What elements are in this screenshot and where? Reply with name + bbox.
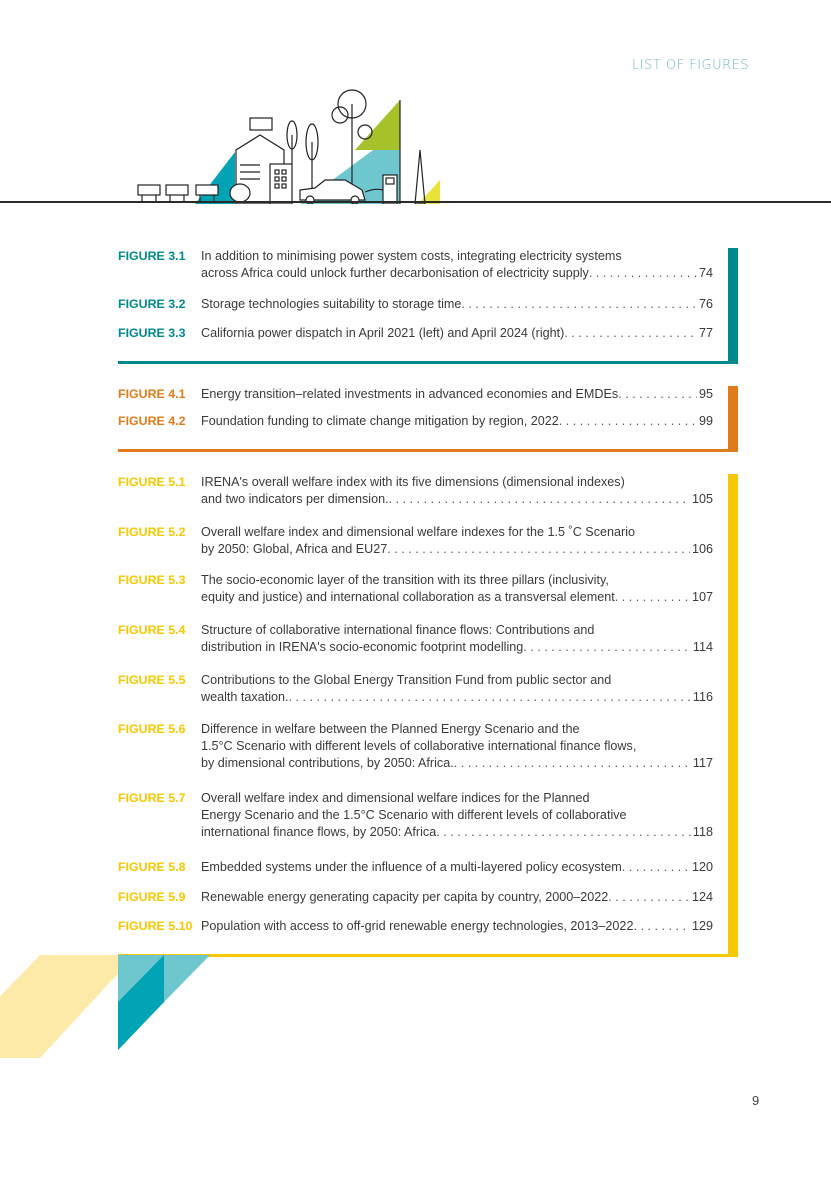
- house-icon: [229, 134, 293, 204]
- figure-title-line: Difference in welfare between the Planne…: [201, 722, 580, 736]
- page-ref: 107: [691, 590, 713, 604]
- running-header: LIST OF FIGURES: [632, 58, 750, 73]
- figure-title-line: across Africa could unlock further decar…: [201, 266, 589, 280]
- figure-title-line: distribution in IRENA's socio-economic f…: [201, 640, 524, 654]
- leader-dots: [633, 918, 690, 935]
- section-frame-side: [728, 386, 738, 452]
- figure-label: FIGURE 5.4: [118, 623, 186, 637]
- page-ref: 120: [691, 860, 713, 874]
- ev-charger-icon: [364, 174, 398, 204]
- figure-title-line: Overall welfare index and dimensional we…: [201, 791, 590, 805]
- page-ref: 117: [692, 756, 713, 770]
- leader-dots: [608, 889, 690, 906]
- page-ref: 116: [692, 690, 713, 704]
- tree-icon: [286, 89, 426, 204]
- figure-title-line: IRENA's overall welfare index with its f…: [201, 475, 625, 489]
- figure-label: FIGURE 3.3: [118, 326, 186, 340]
- figure-title-line: Renewable energy generating capacity per…: [201, 890, 609, 904]
- decorative-parallelograms: [0, 955, 210, 1058]
- figure-label: FIGURE 4.1: [118, 387, 186, 401]
- city-energy-illustration: [137, 89, 440, 204]
- figure-title-line: and two indicators per dimension.: [201, 492, 389, 506]
- figure-title-line: 1.5°C Scenario with different levels of …: [201, 739, 637, 753]
- leader-dots: [559, 413, 697, 430]
- yellow-parallelogram: [0, 955, 135, 1058]
- figure-title-line: wealth taxation.: [201, 690, 289, 704]
- figure-label: FIGURE 5.3: [118, 573, 186, 587]
- leader-dots: [389, 491, 690, 508]
- section-frame-bottom: [118, 954, 728, 957]
- figure-title-line: Energy Scenario and the 1.5°C Scenario w…: [201, 808, 627, 822]
- page-number: 9: [752, 1093, 760, 1108]
- page-ref: 105: [691, 492, 713, 506]
- page-ref: 95: [698, 387, 713, 401]
- leader-dots: [523, 639, 691, 656]
- leader-dots: [622, 859, 690, 876]
- leader-dots: [436, 824, 691, 841]
- teal-parallelogram-lower: [118, 1002, 164, 1050]
- figure-title-line: Storage technologies suitability to stor…: [201, 297, 462, 311]
- figure-title-line: by 2050: Global, Africa and EU27: [201, 542, 388, 556]
- leader-dots: [289, 689, 691, 706]
- page-ref: 118: [692, 825, 713, 839]
- figure-title-line: In addition to minimising power system c…: [201, 249, 622, 263]
- figure-title-line: Embedded systems under the influence of …: [201, 860, 622, 874]
- figures-section-chapter-5: FIGURE 5.1 IRENA's overall welfare index…: [118, 474, 738, 957]
- figures-section-chapter-4: FIGURE 4.1 Energy transition–related inv…: [118, 386, 738, 452]
- section-frame-bottom: [118, 361, 728, 364]
- figure-title-line: Energy transition–related investments in…: [201, 387, 619, 401]
- page-ref: 106: [691, 542, 713, 556]
- figure-label: FIGURE 5.5: [118, 673, 186, 687]
- figure-title-line: Population with access to off-grid renew…: [201, 919, 634, 933]
- leader-dots: [454, 755, 691, 772]
- leader-dots: [618, 386, 697, 403]
- figure-title-line: by dimensional contributions, by 2050: A…: [201, 756, 454, 770]
- figure-label: FIGURE 3.1: [118, 249, 186, 263]
- yellow-triangle-right: [418, 180, 440, 204]
- figure-title-line: Structure of collaborative international…: [201, 623, 595, 637]
- figure-title-line: international finance flows, by 2050: Af…: [201, 825, 437, 839]
- section-frame-bottom: [118, 449, 728, 452]
- figures-section-chapter-3: FIGURE 3.1 In addition to minimising pow…: [118, 248, 738, 364]
- page-ref: 77: [698, 326, 713, 340]
- section-frame-side: [728, 248, 738, 364]
- teal-triangle-left: [195, 152, 235, 204]
- leader-dots: [387, 541, 690, 558]
- figure-label: FIGURE 5.6: [118, 722, 186, 736]
- figure-title-line: equity and justice) and international co…: [201, 590, 615, 604]
- figure-title-line: Contributions to the Global Energy Trans…: [201, 673, 612, 687]
- figure-label: FIGURE 5.7: [118, 791, 186, 805]
- figure-label: FIGURE 5.8: [118, 860, 186, 874]
- section-frame-side: [728, 474, 738, 957]
- figure-label: FIGURE 5.2: [118, 525, 186, 539]
- leader-dots: [589, 265, 697, 282]
- figure-label: FIGURE 5.9: [118, 890, 186, 904]
- solar-panel-icon: [137, 117, 273, 202]
- page-ref: 74: [698, 266, 713, 280]
- page-ref: 99: [698, 414, 713, 428]
- page-ref: 124: [691, 890, 713, 904]
- page-ref: 76: [698, 297, 713, 311]
- page-ref: 114: [692, 640, 713, 654]
- figure-label: FIGURE 5.1: [118, 475, 186, 489]
- figure-label: FIGURE 4.2: [118, 414, 186, 428]
- header-divider-rule: [0, 201, 831, 203]
- figure-label: FIGURE 5.10: [118, 919, 193, 933]
- figure-title-line: Overall welfare index and dimensional we…: [201, 525, 636, 539]
- leader-dots: [461, 296, 697, 313]
- figure-title-line: California power dispatch in April 2021 …: [201, 326, 565, 340]
- leader-dots: [564, 325, 697, 342]
- figure-title-line: The socio-economic layer of the transiti…: [201, 573, 609, 587]
- green-triangle: [355, 100, 400, 150]
- figure-label: FIGURE 3.2: [118, 297, 186, 311]
- leader-dots: [615, 589, 690, 606]
- figure-title-line: Foundation funding to climate change mit…: [201, 414, 559, 428]
- page-ref: 129: [691, 919, 713, 933]
